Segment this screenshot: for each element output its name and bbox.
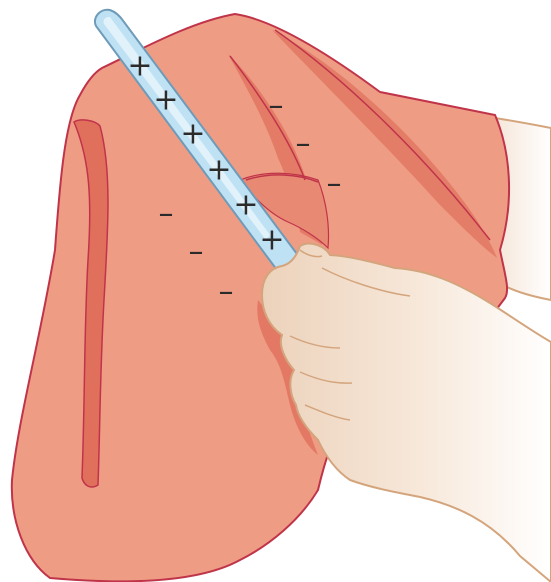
- rod-charge-sign: +: [259, 223, 284, 258]
- rod-charge-sign: +: [180, 117, 205, 152]
- rod-charge-sign: +: [206, 153, 231, 188]
- rod-charge-sign: +: [127, 49, 152, 84]
- cloth-charge-sign: –: [219, 275, 234, 310]
- cloth-charge-sign: –: [159, 197, 174, 232]
- hand: [262, 244, 551, 582]
- cloth-charge-sign: –: [327, 167, 342, 202]
- cloth-charge-sign: –: [296, 127, 311, 162]
- cloth-charge-sign: –: [269, 89, 284, 124]
- cloth-charge-sign: –: [189, 235, 204, 270]
- rod-charge-sign: +: [233, 188, 258, 223]
- rod-charge-sign: +: [153, 83, 178, 118]
